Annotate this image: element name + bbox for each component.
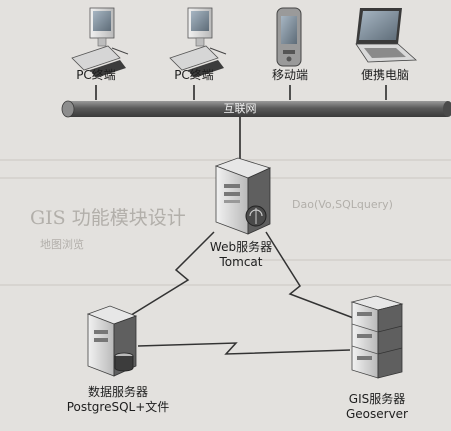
data-server-software: PostgreSQL+文件 bbox=[66, 400, 170, 414]
lightning-links bbox=[119, 231, 365, 355]
web-server-software: Tomcat bbox=[219, 255, 263, 269]
laptop-icon bbox=[355, 8, 418, 63]
gis-server-icon bbox=[350, 295, 404, 379]
background-heading: GIS 功能模块设计 bbox=[30, 207, 186, 229]
data-server-icon bbox=[86, 305, 138, 377]
data-server-label: 数据服务器 bbox=[87, 385, 148, 399]
gis-server-software: Geoserver bbox=[345, 407, 408, 421]
web-to-gis-link bbox=[265, 231, 365, 323]
web-to-data-link bbox=[119, 231, 215, 323]
gis-server-label: GIS服务器 bbox=[348, 392, 406, 406]
device-connectors bbox=[95, 85, 387, 100]
device-label-pc-terminal-2: PC终端 bbox=[174, 68, 214, 82]
web-server-icon bbox=[214, 157, 272, 235]
data-to-gis-link bbox=[137, 342, 351, 355]
device-label-pc-terminal-1: PC终端 bbox=[76, 68, 116, 82]
internet-label: 互联网 bbox=[223, 102, 257, 115]
mobile-device-icon bbox=[276, 7, 302, 67]
device-label-laptop: 便携电脑 bbox=[360, 68, 409, 82]
internet-bar bbox=[61, 100, 451, 118]
pc-terminal-icon bbox=[169, 7, 227, 78]
background-fragment: Dao(Vo,SQLquery) bbox=[292, 198, 393, 211]
device-label-mobile: 移动端 bbox=[271, 68, 308, 82]
pc-terminal-icon bbox=[71, 7, 129, 78]
web-server-label: Web服务器 bbox=[209, 240, 273, 254]
background-fragment: 地图浏览 bbox=[40, 238, 84, 251]
